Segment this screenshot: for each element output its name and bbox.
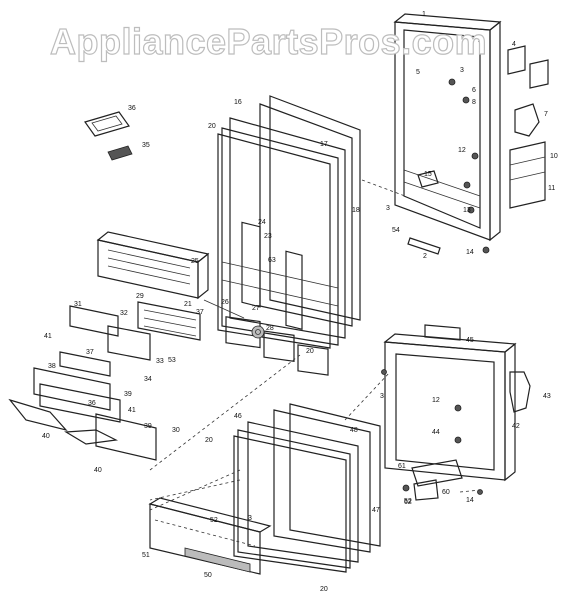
callout-2: 2 — [478, 37, 482, 44]
callout-40: 40 — [42, 433, 50, 440]
callout-3b: 3 — [386, 205, 390, 212]
callout-60: 60 — [442, 489, 450, 496]
callout-21: 21 — [184, 301, 192, 308]
lower-handle-trim — [148, 497, 272, 575]
callout-39: 39 — [124, 391, 132, 398]
callout-31: 31 — [74, 301, 82, 308]
small-insert-parts — [84, 111, 133, 161]
watermark-text: AppliancePartsPros.com — [50, 21, 487, 62]
callout-20: 20 — [208, 123, 216, 130]
upper-hinge-bracket — [507, 45, 549, 209]
callout-52b: 52 — [404, 498, 412, 505]
callout-27: 27 — [252, 305, 260, 312]
callout-28: 28 — [266, 325, 274, 332]
callout-7: 7 — [544, 111, 548, 118]
callout-41b: 41 — [128, 407, 136, 414]
lower-hinge — [402, 459, 483, 501]
callout-5: 5 — [416, 69, 420, 76]
callout-63: 63 — [268, 257, 276, 264]
callout-25: 25 — [191, 258, 199, 265]
callout-15: 15 — [424, 171, 432, 178]
callout-26: 26 — [221, 299, 229, 306]
shelf-rail-middle — [69, 301, 201, 361]
callout-45: 45 — [466, 337, 474, 344]
callout-61: 61 — [398, 463, 406, 470]
hinge-screws-upper — [407, 78, 490, 255]
callout-14: 14 — [466, 249, 474, 256]
callout-44: 44 — [432, 429, 440, 436]
callout-32: 32 — [120, 310, 128, 317]
callout-labels: 1 2 2 3 3 3 3 4 5 6 7 8 10 11 12 12 13 1… — [42, 11, 558, 593]
callout-29: 29 — [136, 293, 144, 300]
shelf-rail-upper — [96, 231, 210, 300]
callout-53: 53 — [168, 357, 176, 364]
callout-16: 16 — [234, 99, 242, 106]
callout-52: 52 — [210, 517, 218, 524]
callout-41: 41 — [44, 333, 52, 340]
callout-37b: 37 — [196, 309, 204, 316]
callout-4: 4 — [512, 41, 516, 48]
dairy-door-parts — [8, 351, 157, 461]
callout-8: 8 — [472, 99, 476, 106]
hinge-pin-and-washer — [203, 299, 265, 339]
callout-40b: 40 — [94, 467, 102, 474]
callout-35: 35 — [142, 142, 150, 149]
callout-14b: 14 — [466, 497, 474, 504]
lower-door-panels — [233, 403, 381, 573]
callout-47: 47 — [372, 507, 380, 514]
callout-36: 36 — [128, 105, 136, 112]
upper-door-panels — [217, 95, 361, 376]
callout-23: 23 — [264, 233, 272, 240]
callout-13: 13 — [463, 207, 471, 214]
callout-37: 37 — [86, 349, 94, 356]
watermark-logo: AppliancePartsPros.com — [49, 20, 487, 62]
lower-door-frame — [381, 324, 531, 482]
callout-33: 33 — [156, 358, 164, 365]
callout-48: 48 — [350, 427, 358, 434]
callout-24: 24 — [258, 219, 266, 226]
exploded-view-guides — [149, 179, 481, 511]
callout-30: 30 — [172, 427, 180, 434]
callout-1: 1 — [422, 11, 426, 18]
callout-46: 46 — [234, 413, 242, 420]
callout-54: 54 — [392, 227, 400, 234]
callout-18: 18 — [352, 207, 360, 214]
callout-36b: 36 — [88, 400, 96, 407]
callout-62: 62 — [404, 499, 412, 506]
callout-3: 3 — [460, 67, 464, 74]
callout-11: 11 — [548, 185, 555, 192]
callout-3d: 3 — [248, 515, 252, 522]
callout-12: 12 — [458, 147, 466, 154]
callout-51: 51 — [142, 552, 150, 559]
callout-20c: 20 — [205, 437, 213, 444]
callout-50: 50 — [204, 572, 212, 579]
callout-20b: 20 — [306, 348, 314, 355]
callout-20d: 20 — [320, 586, 328, 593]
callout-43: 43 — [543, 393, 551, 400]
door-frame-upper — [393, 13, 502, 242]
callout-39b: 39 — [144, 423, 152, 430]
callout-12b: 12 — [432, 397, 440, 404]
callout-17: 17 — [320, 141, 328, 148]
callout-2b: 2 — [423, 253, 427, 260]
callout-6: 6 — [472, 87, 476, 94]
callout-34: 34 — [144, 376, 152, 383]
callout-42: 42 — [512, 423, 520, 430]
callout-3c: 3 — [380, 393, 384, 400]
callout-38: 38 — [48, 363, 56, 370]
callout-10: 10 — [550, 153, 558, 160]
